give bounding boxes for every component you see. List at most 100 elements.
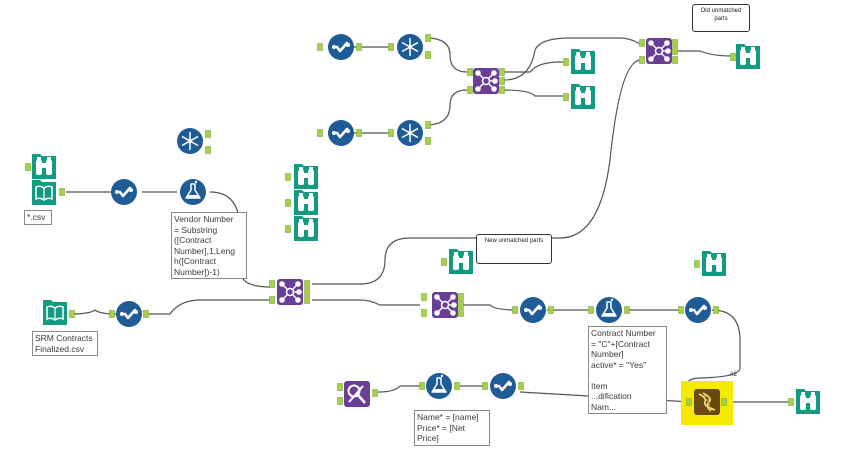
join-tool[interactable] xyxy=(276,278,304,306)
select-tool[interactable] xyxy=(326,32,356,62)
connection-anchor[interactable] xyxy=(624,306,630,314)
browse-tool[interactable] xyxy=(294,190,318,215)
browse-tool[interactable] xyxy=(294,164,318,189)
connection[interactable] xyxy=(312,59,641,285)
connection[interactable] xyxy=(503,89,563,97)
browse-tool[interactable] xyxy=(449,249,473,274)
connection-anchor[interactable] xyxy=(694,260,700,268)
connection-anchor[interactable] xyxy=(639,56,645,64)
connection-anchor[interactable] xyxy=(388,129,394,137)
connection-anchor[interactable] xyxy=(512,306,518,314)
connection-anchor[interactable] xyxy=(419,382,425,390)
connection[interactable] xyxy=(676,50,733,57)
connection-anchor[interactable] xyxy=(425,137,431,145)
unique-tool-isolated[interactable] xyxy=(176,127,204,155)
browse-tool[interactable] xyxy=(702,251,726,276)
connection-anchor[interactable] xyxy=(317,43,323,51)
connection-anchor[interactable] xyxy=(337,383,343,391)
connection-anchor[interactable] xyxy=(304,280,310,288)
formula-tool-contract[interactable] xyxy=(595,296,623,324)
connection-anchor[interactable] xyxy=(109,310,115,318)
unique-d-anchor[interactable] xyxy=(205,146,211,154)
connection[interactable] xyxy=(504,61,563,73)
connection-anchor[interactable] xyxy=(285,173,291,181)
join-tool-old[interactable] xyxy=(645,37,673,65)
connection[interactable] xyxy=(425,89,468,126)
connection-anchor[interactable] xyxy=(588,306,594,314)
connection-anchor[interactable] xyxy=(499,77,505,85)
select-tool[interactable] xyxy=(488,371,518,401)
connection-anchor[interactable] xyxy=(425,51,431,59)
input-data-tool-srm[interactable] xyxy=(42,299,68,326)
connection-anchor[interactable] xyxy=(454,382,460,390)
connection-anchor[interactable] xyxy=(421,309,427,317)
connection-anchor[interactable] xyxy=(421,293,427,301)
select-tool[interactable] xyxy=(518,295,548,325)
connection[interactable] xyxy=(503,37,641,81)
connection-anchor[interactable] xyxy=(686,398,692,406)
join-tool[interactable] xyxy=(472,67,500,95)
connection[interactable] xyxy=(148,299,270,315)
connection-anchor[interactable] xyxy=(458,309,464,317)
connection-anchor[interactable] xyxy=(441,258,447,266)
connection-anchor[interactable] xyxy=(678,306,684,314)
connection-anchor[interactable] xyxy=(482,382,488,390)
connection-anchor[interactable] xyxy=(304,296,310,304)
find-replace-tool[interactable] xyxy=(342,379,372,409)
connection-anchor[interactable] xyxy=(467,86,473,94)
connection-anchor[interactable] xyxy=(563,58,569,66)
connection-anchor[interactable] xyxy=(337,397,343,405)
unique-u-anchor[interactable] xyxy=(205,130,211,138)
connection-anchor[interactable] xyxy=(304,288,310,296)
connection[interactable] xyxy=(377,385,424,393)
formula-tool-name[interactable] xyxy=(425,372,453,400)
connection-anchor[interactable] xyxy=(143,310,149,318)
browse-tool[interactable] xyxy=(571,49,595,74)
connection-anchor[interactable] xyxy=(713,306,719,314)
connection-anchor[interactable] xyxy=(672,39,678,47)
union-tool[interactable] xyxy=(693,388,721,416)
formula-tool-vendor[interactable] xyxy=(179,178,207,206)
connection-anchor[interactable] xyxy=(518,382,524,390)
connection[interactable] xyxy=(312,299,420,306)
connection-anchor[interactable] xyxy=(548,306,554,314)
connection-anchor[interactable] xyxy=(721,398,727,406)
connection-anchor[interactable] xyxy=(269,280,275,288)
connection-anchor[interactable] xyxy=(285,225,291,233)
browse-tool[interactable] xyxy=(32,154,56,179)
unique-tool[interactable] xyxy=(396,119,424,147)
connection-anchor[interactable] xyxy=(467,68,473,76)
join-tool-new[interactable] xyxy=(431,291,459,319)
connection-anchor[interactable] xyxy=(285,199,291,207)
connection[interactable] xyxy=(69,309,117,315)
comment-new-unmatched[interactable]: New unmatched parts xyxy=(476,234,552,264)
connection-anchor[interactable] xyxy=(69,310,75,318)
connection-anchor[interactable] xyxy=(317,129,323,137)
connection-anchor[interactable] xyxy=(458,293,464,301)
connection-anchor[interactable] xyxy=(269,296,275,304)
connection-anchor[interactable] xyxy=(672,56,678,64)
connection-anchor[interactable] xyxy=(563,93,569,101)
select-tool[interactable] xyxy=(683,295,713,325)
connection-anchor[interactable] xyxy=(425,34,431,42)
connection-anchor[interactable] xyxy=(639,39,645,47)
connection[interactable] xyxy=(425,37,468,73)
connection-anchor[interactable] xyxy=(499,86,505,94)
browse-tool[interactable] xyxy=(294,216,318,241)
connection[interactable] xyxy=(462,304,518,311)
input-anchor[interactable] xyxy=(25,163,31,171)
connection-anchor[interactable] xyxy=(425,121,431,129)
browse-tool[interactable] xyxy=(796,389,820,414)
select-tool[interactable] xyxy=(109,177,139,207)
connection-anchor[interactable] xyxy=(388,43,394,51)
input-data-tool-csv[interactable] xyxy=(31,179,57,206)
connection-anchor[interactable] xyxy=(672,47,678,55)
connection-anchor[interactable] xyxy=(499,68,505,76)
comment-old-unmatched[interactable]: Old unmatched parts xyxy=(692,4,750,32)
connection-anchor[interactable] xyxy=(356,129,362,137)
connection-anchor[interactable] xyxy=(730,53,736,61)
connection-anchor[interactable] xyxy=(372,389,378,397)
connection-anchor[interactable] xyxy=(458,301,464,309)
unique-tool[interactable] xyxy=(396,33,424,61)
